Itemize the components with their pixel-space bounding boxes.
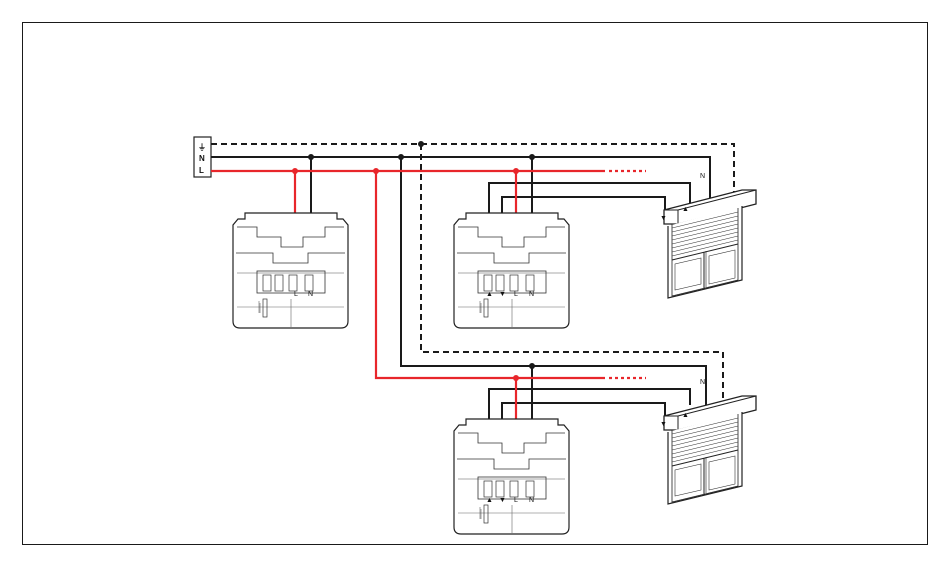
supply-terminal: ⏚ N L	[194, 137, 211, 177]
main-term-n: N	[308, 291, 313, 298]
b-term-down: ▼	[499, 497, 506, 504]
neutral-label: N	[199, 154, 205, 163]
shutter-switch-b: ▲ ▼ L N	[454, 419, 569, 534]
b-term-up: ▲	[486, 497, 493, 504]
earth-symbol: ⏚	[198, 143, 206, 152]
roller-shutter-b: N ▲ ▼	[660, 379, 756, 504]
motor-a-down: ▼	[660, 215, 667, 222]
motor-a-neutral: N	[700, 173, 705, 180]
main-term-l: L	[294, 291, 298, 298]
a-term-up: ▲	[486, 291, 493, 298]
motor-b-neutral: N	[700, 379, 705, 386]
motor-b-up: ▲	[682, 412, 689, 419]
motor-a-up: ▲	[682, 206, 689, 213]
motor-b-down: ▼	[660, 421, 667, 428]
a-term-n: N	[529, 291, 534, 298]
roller-shutter-a: N ▲ ▼	[660, 173, 756, 298]
shutter-switch-a: ▲ ▼ L N	[454, 213, 569, 328]
a-term-down: ▼	[499, 291, 506, 298]
a-term-l: L	[514, 291, 518, 298]
live-label: L	[199, 166, 204, 175]
b-term-l: L	[514, 497, 518, 504]
b-term-n: N	[529, 497, 534, 504]
main-switch-insert: L N	[233, 213, 348, 328]
